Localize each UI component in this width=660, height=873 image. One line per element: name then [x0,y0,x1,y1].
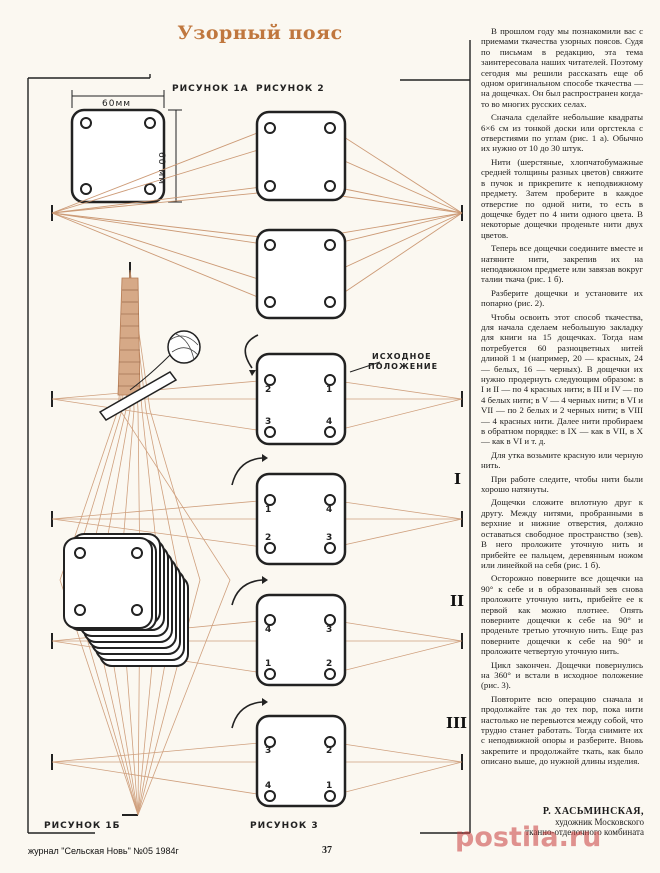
paragraph: Сначала сделайте небольшие квадраты 6×6 … [481,112,643,154]
card-number: 1 [265,505,273,515]
woven-band [98,277,201,421]
card-number: 2 [265,385,273,395]
fig1a-card [70,90,182,204]
step-roman-2: II [450,592,465,610]
paragraph: Нити (шерстяные, хлопчатобумажные средне… [481,156,643,240]
card-number: 3 [326,533,334,543]
start-position-label-1: ИСХОДНОЕ [372,352,432,361]
card-number: 1 [265,659,273,669]
page-number: 37 [322,845,332,856]
card-number: 1 [326,781,334,791]
card-number: 4 [326,417,334,427]
card-number: 2 [326,659,334,669]
fig2-label: РИСУНОК 2 [256,84,325,94]
author-name: Р. ХАСЬМИНСКАЯ, [542,806,644,817]
watermark: postila.ru [455,822,602,853]
card-number: 2 [265,533,273,543]
dimension-width: 60мм [102,99,132,109]
author-role-2: тканно-отделочного комбината [525,827,644,837]
fig2-cards [255,110,347,320]
paragraph: Теперь все дощечки соедините вместе и на… [481,243,643,285]
paragraph: Повторите всю операцию сначала и продолж… [481,693,643,767]
card-number: 3 [265,746,273,756]
dimension-height: 60 мм [156,152,166,185]
paragraph: Для утка возьмите красную или черную нит… [481,449,643,471]
fig3-label: РИСУНОК 3 [250,821,319,831]
card-number: 4 [326,505,334,515]
rotation-arrows [231,334,263,729]
step-roman-3: III [446,714,468,732]
card-number: 1 [326,385,334,395]
paragraph: Цикл закончен. Дощечки повернулись на 36… [481,659,643,691]
article-title: Узорный пояс [177,22,343,44]
author-credit: Р. ХАСЬМИНСКАЯ, художник Московского тка… [484,806,644,838]
article-text: В прошлом году мы познакомили вас с прие… [481,26,643,770]
card-number: 3 [326,625,334,635]
card-number: 2 [326,746,334,756]
paragraph: При работе следите, чтобы нити были хоро… [481,473,643,495]
step-roman-1: I [454,470,462,488]
paragraph: Чтобы освоить этот способ ткачества, для… [481,311,643,447]
start-position-label-2: ПОЛОЖЕНИЕ [368,362,439,371]
paragraph: Дощечки сложите вплотную друг к другу. М… [481,497,643,570]
fig1a-label: РИСУНОК 1А [172,84,249,94]
paragraph: В прошлом году мы познакомили вас с прие… [481,26,643,109]
card-number: 4 [265,625,273,635]
fig3-cards [255,352,347,808]
author-role: художник Московского [555,817,644,827]
fig1b-card-stack [63,533,189,667]
paragraph: Разберите дощечки и установите их попарн… [481,287,643,309]
card-number: 3 [265,417,273,427]
source-caption: журнал "Сельская Новь" №05 1984г [28,846,179,856]
card-number: 4 [265,781,273,791]
fig1b-label: РИСУНОК 1Б [44,821,121,831]
paragraph: Осторожно поверните все дощечки на 90° к… [481,573,643,657]
